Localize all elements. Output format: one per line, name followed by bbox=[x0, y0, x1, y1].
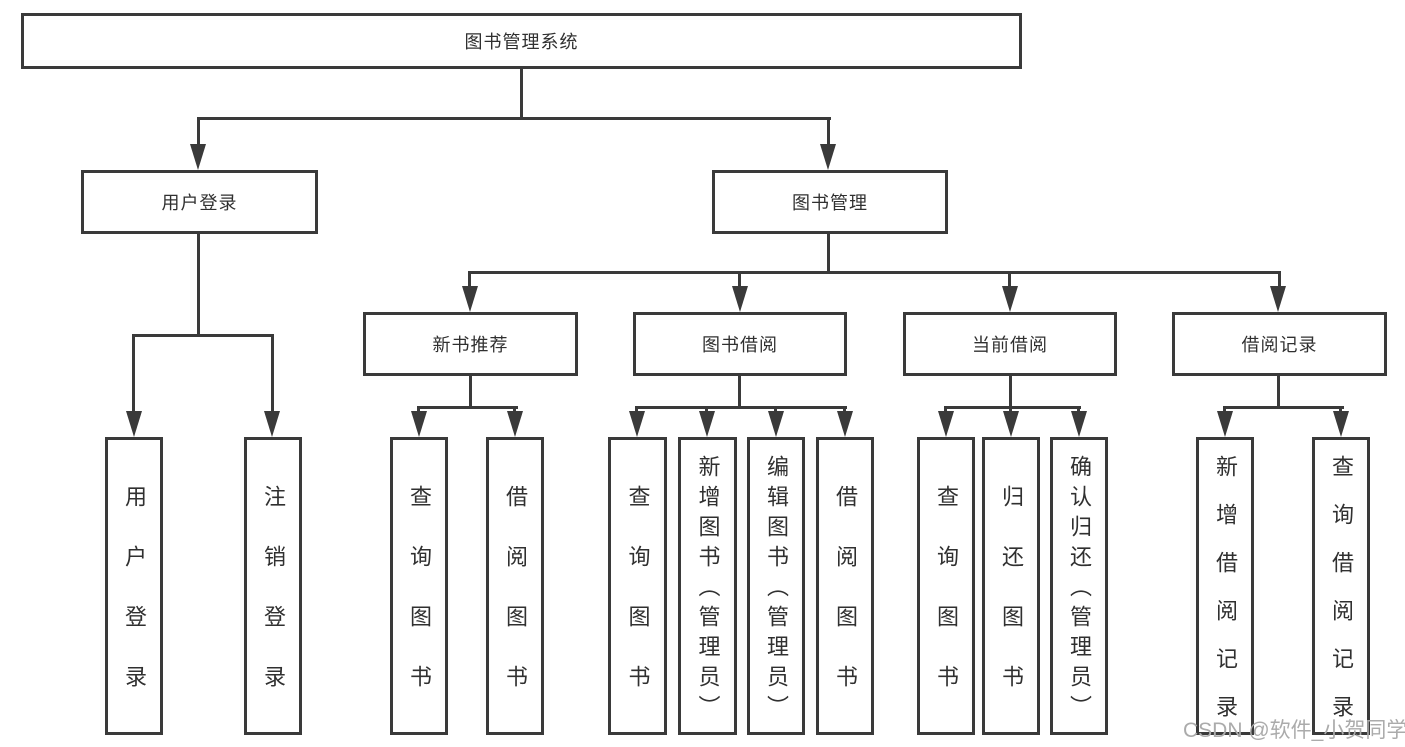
node-label: 图书借阅 bbox=[702, 335, 778, 355]
connector-line bbox=[520, 66, 523, 120]
connector-line bbox=[1077, 406, 1080, 415]
node-borrow-records: 借阅记录 bbox=[1172, 312, 1387, 376]
arrowhead-icon bbox=[126, 411, 142, 437]
arrowhead-icon bbox=[411, 411, 427, 437]
node-label: 借阅图书 bbox=[503, 485, 528, 725]
connector-line bbox=[1339, 406, 1342, 415]
arrowhead-icon bbox=[507, 411, 523, 437]
leaf-confirm-return-admin: 确认归还（管理员） bbox=[1050, 437, 1108, 735]
connector-line bbox=[1277, 373, 1280, 409]
leaf-return-books: 归还图书 bbox=[982, 437, 1040, 735]
node-label: 归还图书 bbox=[999, 485, 1024, 725]
connector-line bbox=[705, 406, 708, 415]
csdn-watermark: CSDN @软件_小贺同学 bbox=[1183, 719, 1405, 742]
arrowhead-icon bbox=[1270, 286, 1286, 312]
node-user-login: 用户登录 bbox=[81, 170, 318, 234]
connector-line bbox=[132, 334, 274, 337]
connector-line bbox=[1009, 373, 1012, 409]
connector-line bbox=[197, 231, 200, 337]
connector-line bbox=[271, 334, 274, 413]
node-label: 查询借阅记录 bbox=[1329, 455, 1354, 743]
node-label: 新书推荐 bbox=[432, 335, 509, 355]
node-label: 用户登录 bbox=[122, 485, 147, 725]
connector-line bbox=[738, 271, 741, 288]
node-label: 新增图书（管理员） bbox=[695, 455, 721, 725]
node-label: 当前借阅 bbox=[972, 335, 1048, 355]
node-current-borrow: 当前借阅 bbox=[903, 312, 1117, 376]
node-label: 注销登录 bbox=[261, 485, 286, 725]
connector-line bbox=[1223, 406, 1226, 415]
node-label: 确认归还（管理员） bbox=[1067, 455, 1092, 725]
connector-line bbox=[197, 117, 831, 120]
node-label: 用户登录 bbox=[161, 193, 238, 213]
connector-line bbox=[635, 406, 847, 409]
connector-line bbox=[944, 406, 947, 415]
node-label: 图书管理 bbox=[792, 193, 868, 213]
connector-line bbox=[1278, 271, 1281, 288]
leaf-edit-books-admin: 编辑图书（管理员） bbox=[747, 437, 805, 735]
node-root-system: 图书管理系统 bbox=[21, 13, 1022, 69]
node-label: 编辑图书（管理员） bbox=[764, 455, 789, 725]
connector-line bbox=[469, 373, 472, 409]
arrowhead-icon bbox=[264, 411, 280, 437]
connector-line bbox=[635, 406, 638, 415]
arrowhead-icon bbox=[1002, 286, 1018, 312]
arrowhead-icon bbox=[1071, 411, 1087, 437]
connector-line bbox=[513, 406, 516, 415]
arrowhead-icon bbox=[190, 144, 206, 170]
node-label: 查询图书 bbox=[934, 485, 959, 725]
leaf-borrow-books-recommend: 借阅图书 bbox=[486, 437, 544, 735]
connector-line bbox=[1008, 271, 1011, 288]
leaf-query-books-borrow: 查询图书 bbox=[608, 437, 667, 735]
leaf-query-books-current: 查询图书 bbox=[917, 437, 975, 735]
connector-line bbox=[843, 406, 846, 415]
node-label: 图书管理系统 bbox=[464, 32, 579, 52]
arrowhead-icon bbox=[462, 286, 478, 312]
arrowhead-icon bbox=[1217, 411, 1233, 437]
connector-line bbox=[738, 373, 741, 409]
leaf-query-borrow-record: 查询借阅记录 bbox=[1312, 437, 1370, 743]
node-label: 查询图书 bbox=[625, 485, 651, 725]
node-label: 查询图书 bbox=[407, 485, 432, 725]
leaf-borrow-books: 借阅图书 bbox=[816, 437, 874, 735]
node-new-book-recommend: 新书推荐 bbox=[363, 312, 578, 376]
connector-line bbox=[944, 406, 1081, 409]
connector-line bbox=[197, 117, 200, 146]
node-label: 借阅图书 bbox=[833, 485, 858, 725]
arrowhead-icon bbox=[1333, 411, 1349, 437]
arrowhead-icon bbox=[732, 286, 748, 312]
leaf-query-books-recommend: 查询图书 bbox=[390, 437, 448, 735]
leaf-user-login: 用户登录 bbox=[105, 437, 163, 735]
leaf-add-books-admin: 新增图书（管理员） bbox=[678, 437, 737, 735]
connector-line bbox=[417, 406, 420, 415]
leaf-logout: 注销登录 bbox=[244, 437, 302, 735]
node-label: 新增借阅记录 bbox=[1213, 455, 1238, 743]
arrowhead-icon bbox=[1003, 411, 1019, 437]
connector-line bbox=[468, 271, 471, 288]
arrowhead-icon bbox=[938, 411, 954, 437]
connector-line bbox=[1009, 406, 1012, 415]
arrowhead-icon bbox=[820, 144, 836, 170]
connector-line bbox=[132, 334, 135, 413]
connector-line bbox=[1223, 406, 1344, 409]
node-book-borrow: 图书借阅 bbox=[633, 312, 847, 376]
connector-line bbox=[417, 406, 518, 409]
connector-line bbox=[827, 117, 830, 146]
arrowhead-icon bbox=[629, 411, 645, 437]
node-label: 借阅记录 bbox=[1241, 335, 1318, 355]
connector-line bbox=[468, 271, 1281, 274]
arrowhead-icon bbox=[768, 411, 784, 437]
arrowhead-icon bbox=[837, 411, 853, 437]
arrowhead-icon bbox=[699, 411, 715, 437]
connector-line bbox=[774, 406, 777, 415]
node-book-management: 图书管理 bbox=[712, 170, 948, 234]
leaf-add-borrow-record: 新增借阅记录 bbox=[1196, 437, 1254, 743]
connector-line bbox=[827, 231, 830, 274]
